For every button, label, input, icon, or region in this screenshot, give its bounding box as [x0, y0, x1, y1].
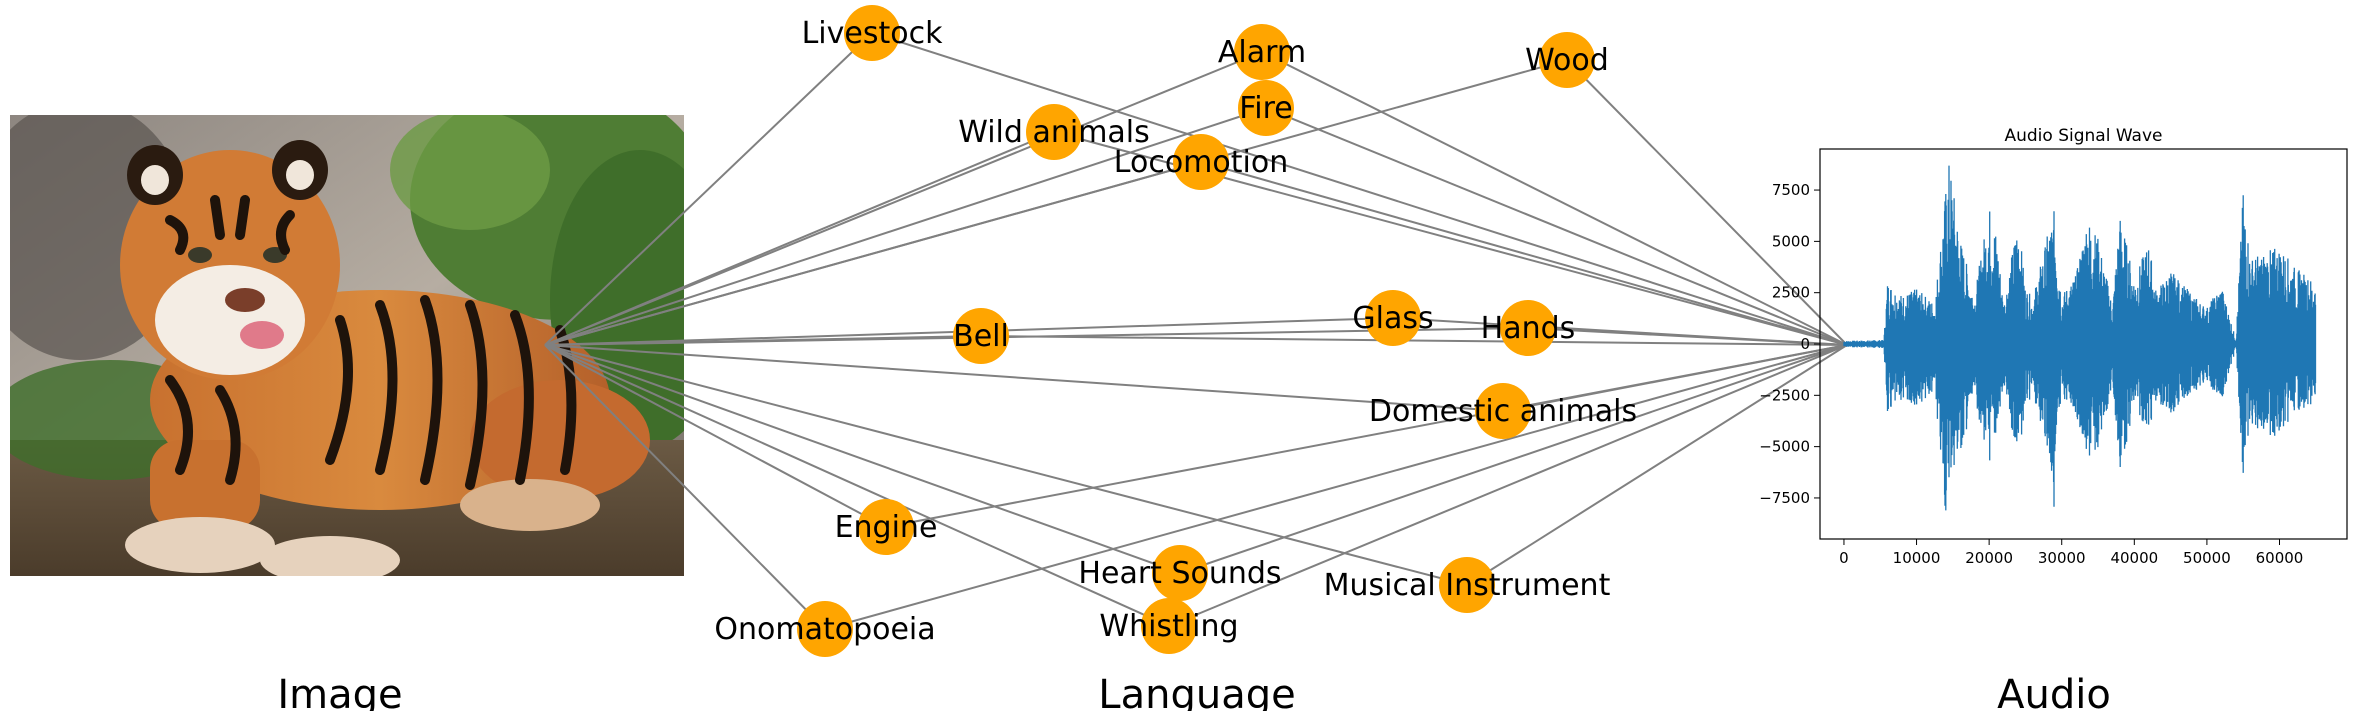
edge-audio-musical-instrument	[1466, 344, 1848, 586]
node-whistling: Whistling	[1099, 598, 1239, 654]
node-circle	[844, 5, 900, 61]
edge-image-wild-animals	[544, 131, 1055, 346]
x-axis: 0 10000 20000 30000 40000 50000 60000	[1839, 539, 2303, 567]
x-tick-label: 50000	[2183, 549, 2231, 567]
x-tick-label: 0	[1839, 549, 1849, 567]
edge-image-musical-instrument	[544, 344, 1468, 586]
node-label: Hands	[1481, 311, 1576, 346]
edge-image-hands	[544, 327, 1529, 346]
y-tick-label: 0	[1800, 335, 1810, 353]
node-circle	[1439, 557, 1495, 613]
node-label: Glass	[1352, 301, 1433, 336]
node-engine: Engine	[835, 499, 938, 555]
node-circle	[1238, 80, 1294, 136]
node-label: Wild animals	[958, 115, 1150, 150]
node-label: Livestock	[802, 16, 944, 51]
edge-image-onomatopoeia	[544, 344, 826, 630]
node-circle	[1141, 598, 1197, 654]
node-wild-animals: Wild animals	[958, 104, 1150, 160]
y-tick-label: 7500	[1772, 181, 1810, 199]
y-tick-label: −5000	[1759, 438, 1810, 456]
node-onomatopoeia: Onomatopoeia	[714, 601, 936, 657]
audio-wave	[1843, 165, 2317, 511]
edge-audio-fire	[1265, 107, 1848, 346]
node-label: Musical Instrument	[1324, 568, 1611, 603]
edge-image-fire	[544, 107, 1267, 346]
node-circle	[1365, 290, 1421, 346]
tiger-photo	[10, 115, 684, 576]
edge-audio-hands	[1527, 327, 1848, 346]
edge-image-domestic-animals	[544, 344, 1504, 412]
node-circle	[1539, 32, 1595, 88]
chart-title: Audio Signal Wave	[2004, 126, 2162, 146]
node-glass: Glass	[1352, 290, 1434, 346]
edge-audio-onomatopoeia	[824, 344, 1848, 630]
node-label: Onomatopoeia	[714, 612, 935, 647]
node-circle	[797, 601, 853, 657]
node-livestock: Livestock	[802, 5, 944, 61]
node-circle	[1173, 134, 1229, 190]
node-hands: Hands	[1481, 300, 1576, 356]
x-tick-label: 40000	[2110, 549, 2158, 567]
edge-audio-locomotion	[1200, 161, 1848, 346]
x-tick-label: 10000	[1893, 549, 1941, 567]
node-circle	[1026, 104, 1082, 160]
wave-path	[1843, 165, 2317, 511]
x-tick-label: 60000	[2256, 549, 2304, 567]
y-tick-label: 5000	[1772, 232, 1810, 250]
node-label: Fire	[1239, 91, 1293, 126]
edge-audio-livestock	[871, 32, 1848, 346]
edge-image-livestock	[544, 32, 873, 346]
edges	[544, 32, 1848, 630]
node-circle	[858, 499, 914, 555]
node-label: Domestic animals	[1369, 394, 1637, 429]
node-label: Locomotion	[1114, 145, 1288, 180]
node-alarm: Alarm	[1218, 24, 1306, 80]
node-fire: Fire	[1238, 80, 1294, 136]
edge-audio-wood	[1566, 59, 1848, 346]
node-wood: Wood	[1525, 32, 1609, 88]
edge-audio-engine	[885, 344, 1848, 528]
edge-audio-whistling	[1168, 344, 1848, 627]
edge-image-heart-sounds	[544, 344, 1181, 574]
edge-image-alarm	[544, 51, 1263, 346]
y-tick-label: −7500	[1759, 489, 1810, 507]
node-circle	[953, 308, 1009, 364]
node-circle	[1234, 24, 1290, 80]
node-label: Heart Sounds	[1078, 556, 1281, 591]
node-label: Wood	[1525, 43, 1609, 78]
node-musical-instrument: Musical Instrument	[1324, 557, 1611, 613]
audio-chart: Audio Signal Wave 0 10000 20000 30000 40000 5…	[1759, 126, 2348, 567]
edge-image-locomotion	[544, 161, 1202, 346]
edge-audio-heart-sounds	[1179, 344, 1848, 574]
node-heart-sounds: Heart Sounds	[1078, 545, 1282, 601]
y-tick-label: 2500	[1772, 284, 1810, 302]
section-label-audio: Audio	[1997, 672, 2111, 711]
section-label-image: Image	[277, 672, 402, 711]
node-label: Whistling	[1099, 609, 1238, 644]
node-circle	[1152, 545, 1208, 601]
x-tick-label: 30000	[2038, 549, 2086, 567]
y-tick-label: −2500	[1759, 386, 1810, 404]
node-locomotion: Locomotion	[1114, 134, 1288, 190]
y-axis: −7500 −5000 −2500 0 2500 5000 7500	[1759, 181, 1820, 507]
node-circle	[1475, 383, 1531, 439]
edge-audio-alarm	[1261, 51, 1848, 346]
edge-image-engine	[544, 344, 887, 528]
node-label: Bell	[953, 319, 1009, 354]
node-circle	[1500, 300, 1556, 356]
node-bell: Bell	[953, 308, 1009, 364]
edge-image-whistling	[544, 344, 1170, 627]
edge-audio-bell	[980, 335, 1848, 346]
node-label: Engine	[835, 510, 938, 545]
x-tick-label: 20000	[1965, 549, 2013, 567]
node-label: Alarm	[1218, 35, 1306, 70]
section-label-language: Language	[1098, 672, 1295, 711]
node-domestic-animals: Domestic animals	[1369, 383, 1637, 439]
